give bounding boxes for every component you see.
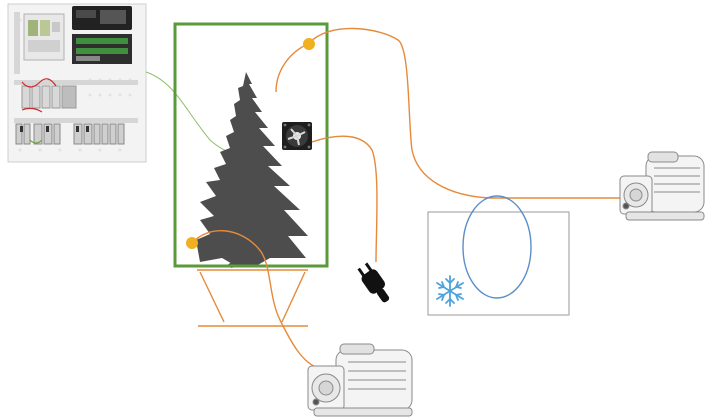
stand — [197, 270, 308, 326]
sensor-dot-icon — [303, 38, 315, 50]
tree-silhouette-icon — [196, 72, 308, 268]
vacuum-pump-icon — [308, 344, 412, 416]
cold-bath — [428, 196, 569, 315]
power-plug-icon — [355, 261, 394, 307]
sensor-dot-icon — [186, 237, 198, 249]
fan-icon — [282, 122, 312, 150]
vacuum-pump-icon — [620, 152, 704, 220]
control-panel — [8, 4, 146, 162]
